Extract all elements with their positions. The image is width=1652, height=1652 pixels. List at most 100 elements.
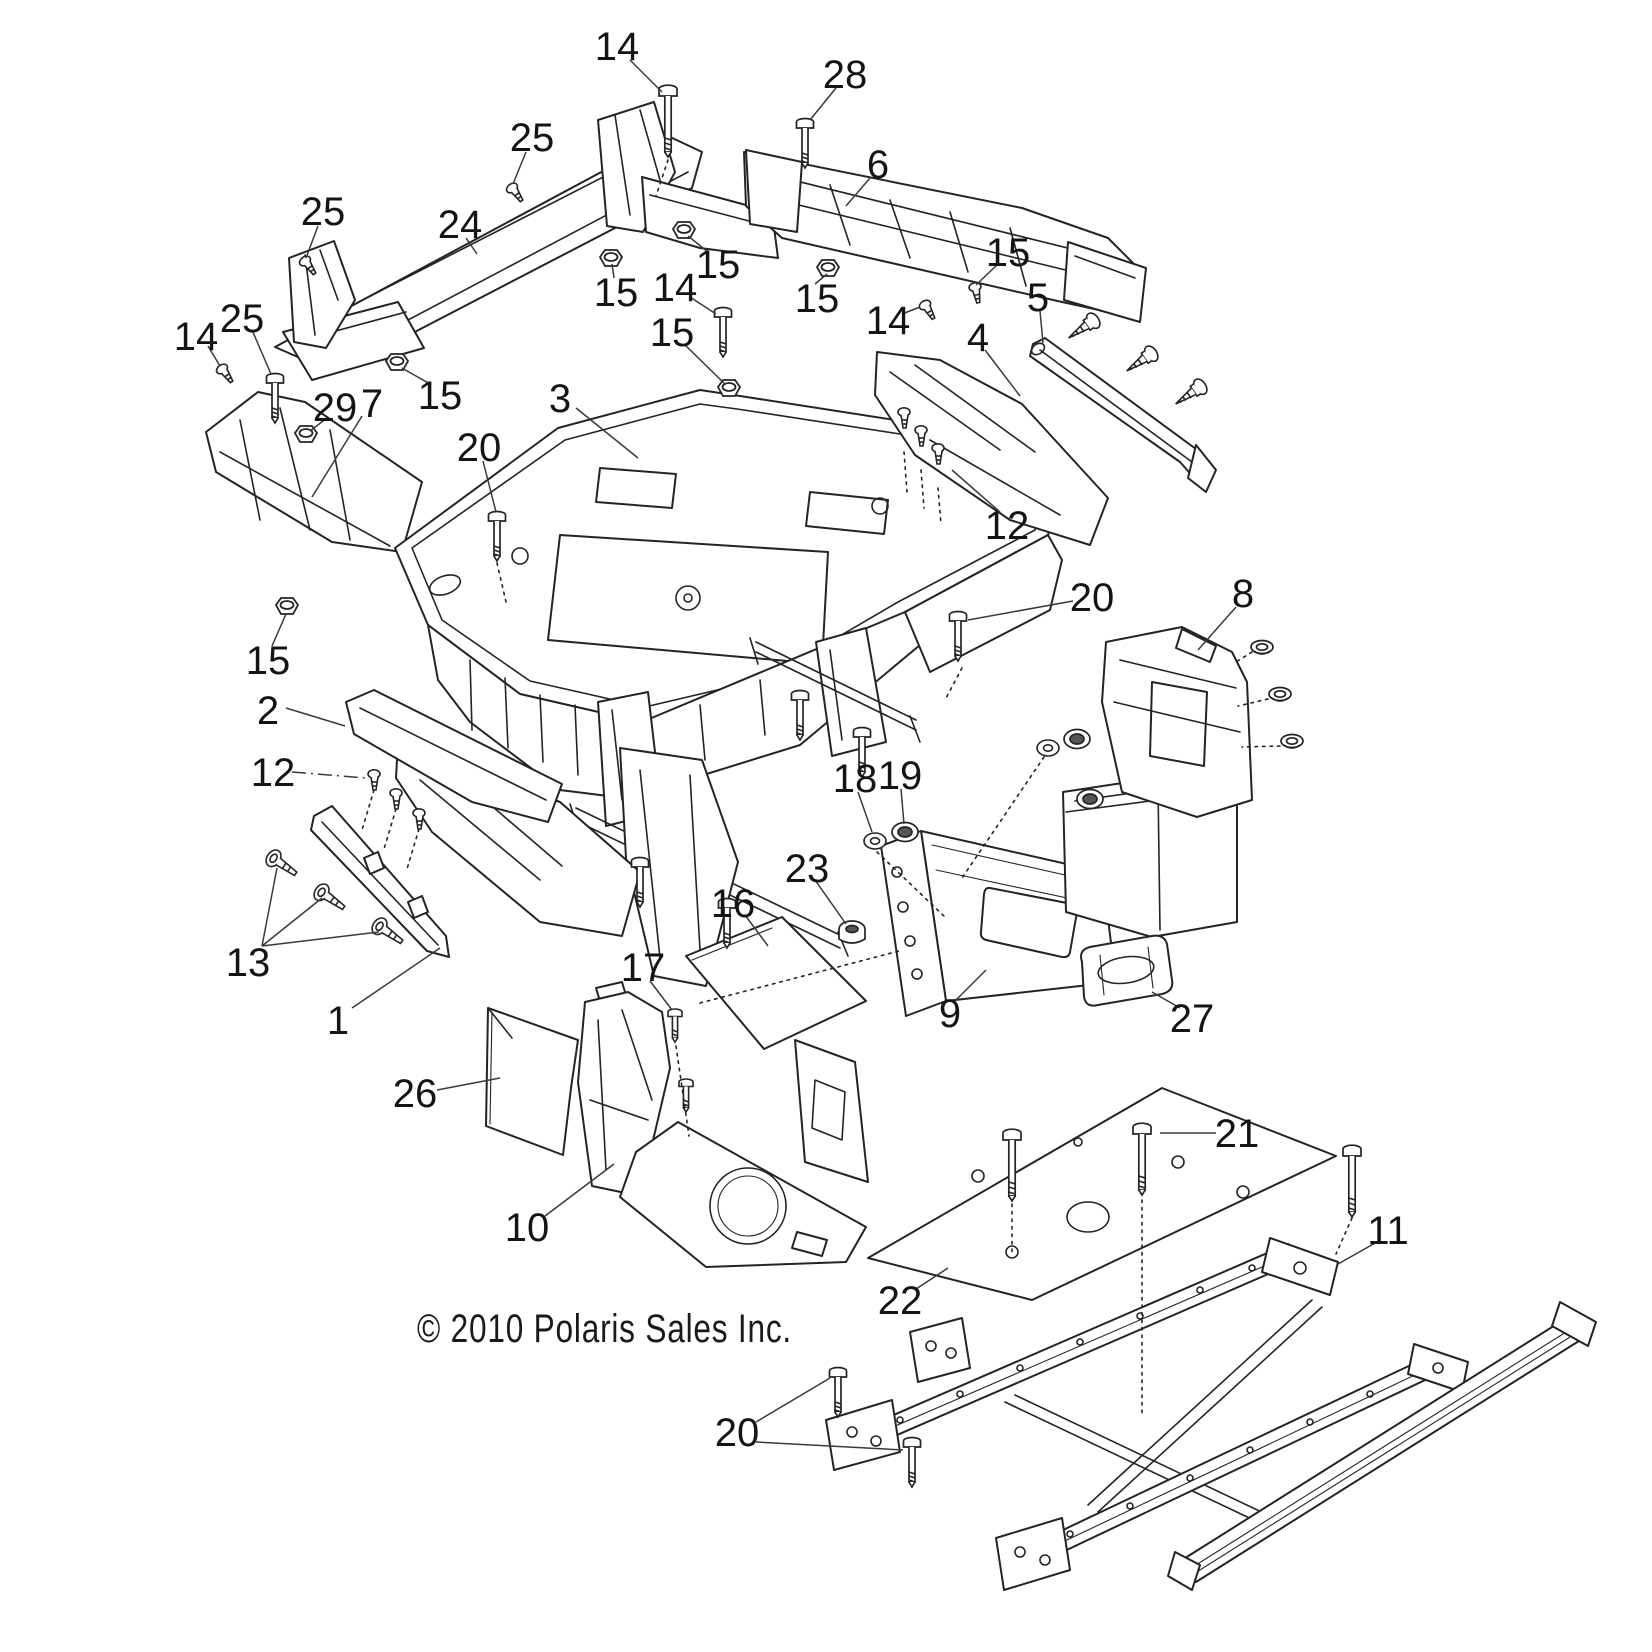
callout-label-25: 25 xyxy=(301,190,346,234)
callout-label-26: 26 xyxy=(393,1072,438,1116)
part-5-trim-rail xyxy=(1029,337,1217,493)
callout-label-24: 24 xyxy=(438,203,483,247)
part-24-rack-support-left xyxy=(274,101,779,381)
callout-label-13: 13 xyxy=(226,941,271,985)
leader-line-28 xyxy=(809,87,837,121)
part-8-console-bracket xyxy=(1062,626,1253,938)
part-4-side-panel xyxy=(874,351,1109,546)
callout-label-5: 5 xyxy=(1027,276,1049,320)
leader-line-19 xyxy=(900,788,905,825)
leader-line-15 xyxy=(687,235,709,253)
part-2-fender-flare-left xyxy=(345,689,641,937)
callout-label-1: 1 xyxy=(327,999,349,1043)
callout-label-4: 4 xyxy=(967,316,989,360)
leader-line-15 xyxy=(271,613,287,647)
leader-line-20 xyxy=(967,600,1074,621)
assembly-dotted-lines xyxy=(361,159,1353,1416)
part-11-frame-rails xyxy=(825,1237,1597,1591)
leader-line-22 xyxy=(915,1267,949,1290)
leader-line-14 xyxy=(689,296,717,315)
callout-label-7: 7 xyxy=(361,382,383,426)
leader-line-17 xyxy=(649,980,673,1011)
leader-line-2 xyxy=(285,707,346,727)
leader-line-13 xyxy=(261,867,278,947)
callout-label-19: 19 xyxy=(878,754,923,798)
leader-line-3 xyxy=(575,407,639,459)
callout-label-3: 3 xyxy=(549,377,571,421)
leader-line-9 xyxy=(955,969,987,1001)
callout-label-6: 6 xyxy=(867,143,889,187)
part-26-decal-sheet xyxy=(485,1007,579,1156)
callout-label-9: 9 xyxy=(939,992,961,1036)
part-7-bracket xyxy=(205,391,423,553)
callout-label-17: 17 xyxy=(621,946,666,990)
leader-line-14 xyxy=(629,59,663,93)
part-22-mount-plate xyxy=(867,1087,1337,1301)
leader-line-26 xyxy=(436,1077,501,1091)
callout-label-22: 22 xyxy=(878,1279,923,1323)
callout-label-25: 25 xyxy=(510,116,555,160)
leader-line-7 xyxy=(311,415,363,498)
leader-line-15 xyxy=(683,343,726,385)
callout-label-12: 12 xyxy=(985,504,1030,548)
callout-label-15: 15 xyxy=(246,639,291,683)
callout-label-20: 20 xyxy=(715,1411,760,1455)
callout-label-23: 23 xyxy=(785,847,830,891)
leader-line-16 xyxy=(744,914,769,947)
leader-line-24 xyxy=(465,237,478,255)
callout-label-15: 15 xyxy=(696,243,741,287)
callout-label-14: 14 xyxy=(595,25,640,69)
callout-label-15: 15 xyxy=(795,277,840,321)
part-10-closeoff-panel xyxy=(577,981,869,1268)
leader-line-14 xyxy=(901,306,921,315)
leader-line-4 xyxy=(984,349,1021,397)
leader-line-14 xyxy=(207,345,221,367)
leader-line-15 xyxy=(975,263,999,286)
leader-line-18 xyxy=(857,791,873,833)
callout-label-14: 14 xyxy=(866,299,911,343)
callout-label-12: 12 xyxy=(251,751,296,795)
callout-label-20: 20 xyxy=(1070,576,1115,620)
leader-line-11 xyxy=(1337,1241,1378,1265)
callout-label-15: 15 xyxy=(594,271,639,315)
callout-label-10: 10 xyxy=(505,1206,550,1250)
callout-label-28: 28 xyxy=(823,53,868,97)
part-3-cargo-bed xyxy=(394,389,1063,987)
leader-line-13 xyxy=(261,931,380,947)
callout-label-15: 15 xyxy=(418,374,463,418)
callout-label-15: 15 xyxy=(650,311,695,355)
callout-label-18: 18 xyxy=(833,757,878,801)
callout-label-14: 14 xyxy=(653,266,698,310)
callout-label-20: 20 xyxy=(457,426,502,470)
leader-line-15 xyxy=(814,273,828,285)
callout-label-11: 11 xyxy=(1367,1209,1409,1253)
leader-line-20 xyxy=(482,460,497,513)
part-27-pad xyxy=(1080,934,1174,1007)
callout-label-25: 25 xyxy=(220,297,265,341)
leader-line-1 xyxy=(351,947,441,1009)
leader-line-10 xyxy=(544,1163,615,1217)
leader-line-5 xyxy=(1039,310,1044,344)
callout-label-8: 8 xyxy=(1232,572,1254,616)
leader-line-25 xyxy=(251,329,272,375)
leader-line-25 xyxy=(512,151,527,185)
leader-line-6 xyxy=(845,177,871,207)
leader-line-8 xyxy=(1197,606,1237,651)
callout-label-29: 29 xyxy=(313,386,358,430)
callout-label-2: 2 xyxy=(257,689,279,733)
leader-line-29 xyxy=(309,417,328,432)
leader-line-20 xyxy=(755,1377,831,1423)
callout-label-21: 21 xyxy=(1215,1112,1260,1156)
leader-line-27 xyxy=(1151,991,1181,1009)
leader-line-23 xyxy=(814,879,847,925)
leader-line-12 xyxy=(951,469,1001,513)
leader-line-15 xyxy=(401,367,431,385)
callout-label-15: 15 xyxy=(986,231,1031,275)
leader-line-20 xyxy=(755,1441,904,1451)
callout-label-27: 27 xyxy=(1170,997,1215,1041)
callout-label-14: 14 xyxy=(174,315,219,359)
part-6-rack-support-right xyxy=(743,149,1147,323)
